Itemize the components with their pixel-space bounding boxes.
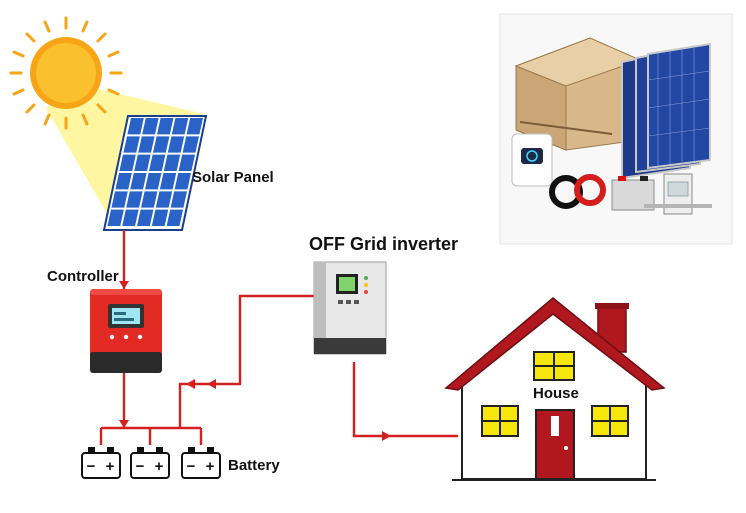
wires bbox=[99, 230, 458, 445]
battery-positive-label: + bbox=[155, 458, 164, 475]
solar-cell bbox=[115, 173, 132, 190]
solar-cell bbox=[171, 118, 189, 135]
solar-cell bbox=[145, 173, 162, 190]
inverter-icon bbox=[313, 261, 387, 355]
battery-icon: − + − + − + bbox=[81, 447, 221, 479]
inverter-label: OFF Grid inverter bbox=[309, 234, 459, 254]
solar-cell bbox=[170, 191, 187, 208]
sun-icon bbox=[9, 16, 123, 130]
solar-cell bbox=[142, 118, 159, 135]
solar-cell bbox=[122, 209, 139, 226]
solar-cell bbox=[137, 209, 154, 226]
solar-cell bbox=[153, 136, 170, 153]
solar-cell bbox=[155, 191, 173, 208]
wire-arrows bbox=[119, 281, 391, 441]
solar-cell bbox=[141, 191, 158, 208]
battery-label: Battery bbox=[228, 457, 280, 474]
solar-cell bbox=[186, 118, 203, 135]
solar-cell bbox=[149, 154, 166, 171]
solar-cell bbox=[119, 154, 136, 171]
solar-cell bbox=[126, 191, 143, 208]
solar-cell bbox=[151, 209, 169, 226]
solar-cell bbox=[163, 154, 181, 171]
solar-cell bbox=[157, 118, 174, 135]
solar-cell bbox=[127, 118, 144, 135]
house-icon bbox=[444, 297, 666, 481]
solar-cell bbox=[174, 173, 191, 190]
solar-cell bbox=[167, 136, 185, 153]
battery-negative-label: − bbox=[87, 458, 96, 475]
solar-cell bbox=[123, 136, 140, 153]
controller-label: Controller bbox=[47, 268, 119, 285]
house-label: House bbox=[533, 385, 579, 402]
solar-cell bbox=[166, 209, 183, 226]
solar-cell bbox=[182, 136, 199, 153]
solar-panel-label: Solar Panel bbox=[192, 169, 274, 186]
battery-negative-label: − bbox=[136, 458, 145, 475]
product-kit-photo bbox=[499, 13, 733, 245]
battery-positive-label: + bbox=[206, 458, 215, 475]
solar-cell bbox=[111, 191, 128, 208]
battery-negative-label: − bbox=[187, 458, 196, 475]
battery-positive-label: + bbox=[106, 458, 115, 475]
solar-cell bbox=[107, 209, 124, 226]
solar-cell bbox=[159, 173, 177, 190]
solar-cell bbox=[178, 154, 195, 171]
solar-cell bbox=[134, 154, 151, 171]
solar-cell bbox=[138, 136, 155, 153]
charge-controller-icon bbox=[90, 289, 162, 373]
solar-panel-icon bbox=[102, 115, 208, 231]
solar-cell bbox=[130, 173, 147, 190]
